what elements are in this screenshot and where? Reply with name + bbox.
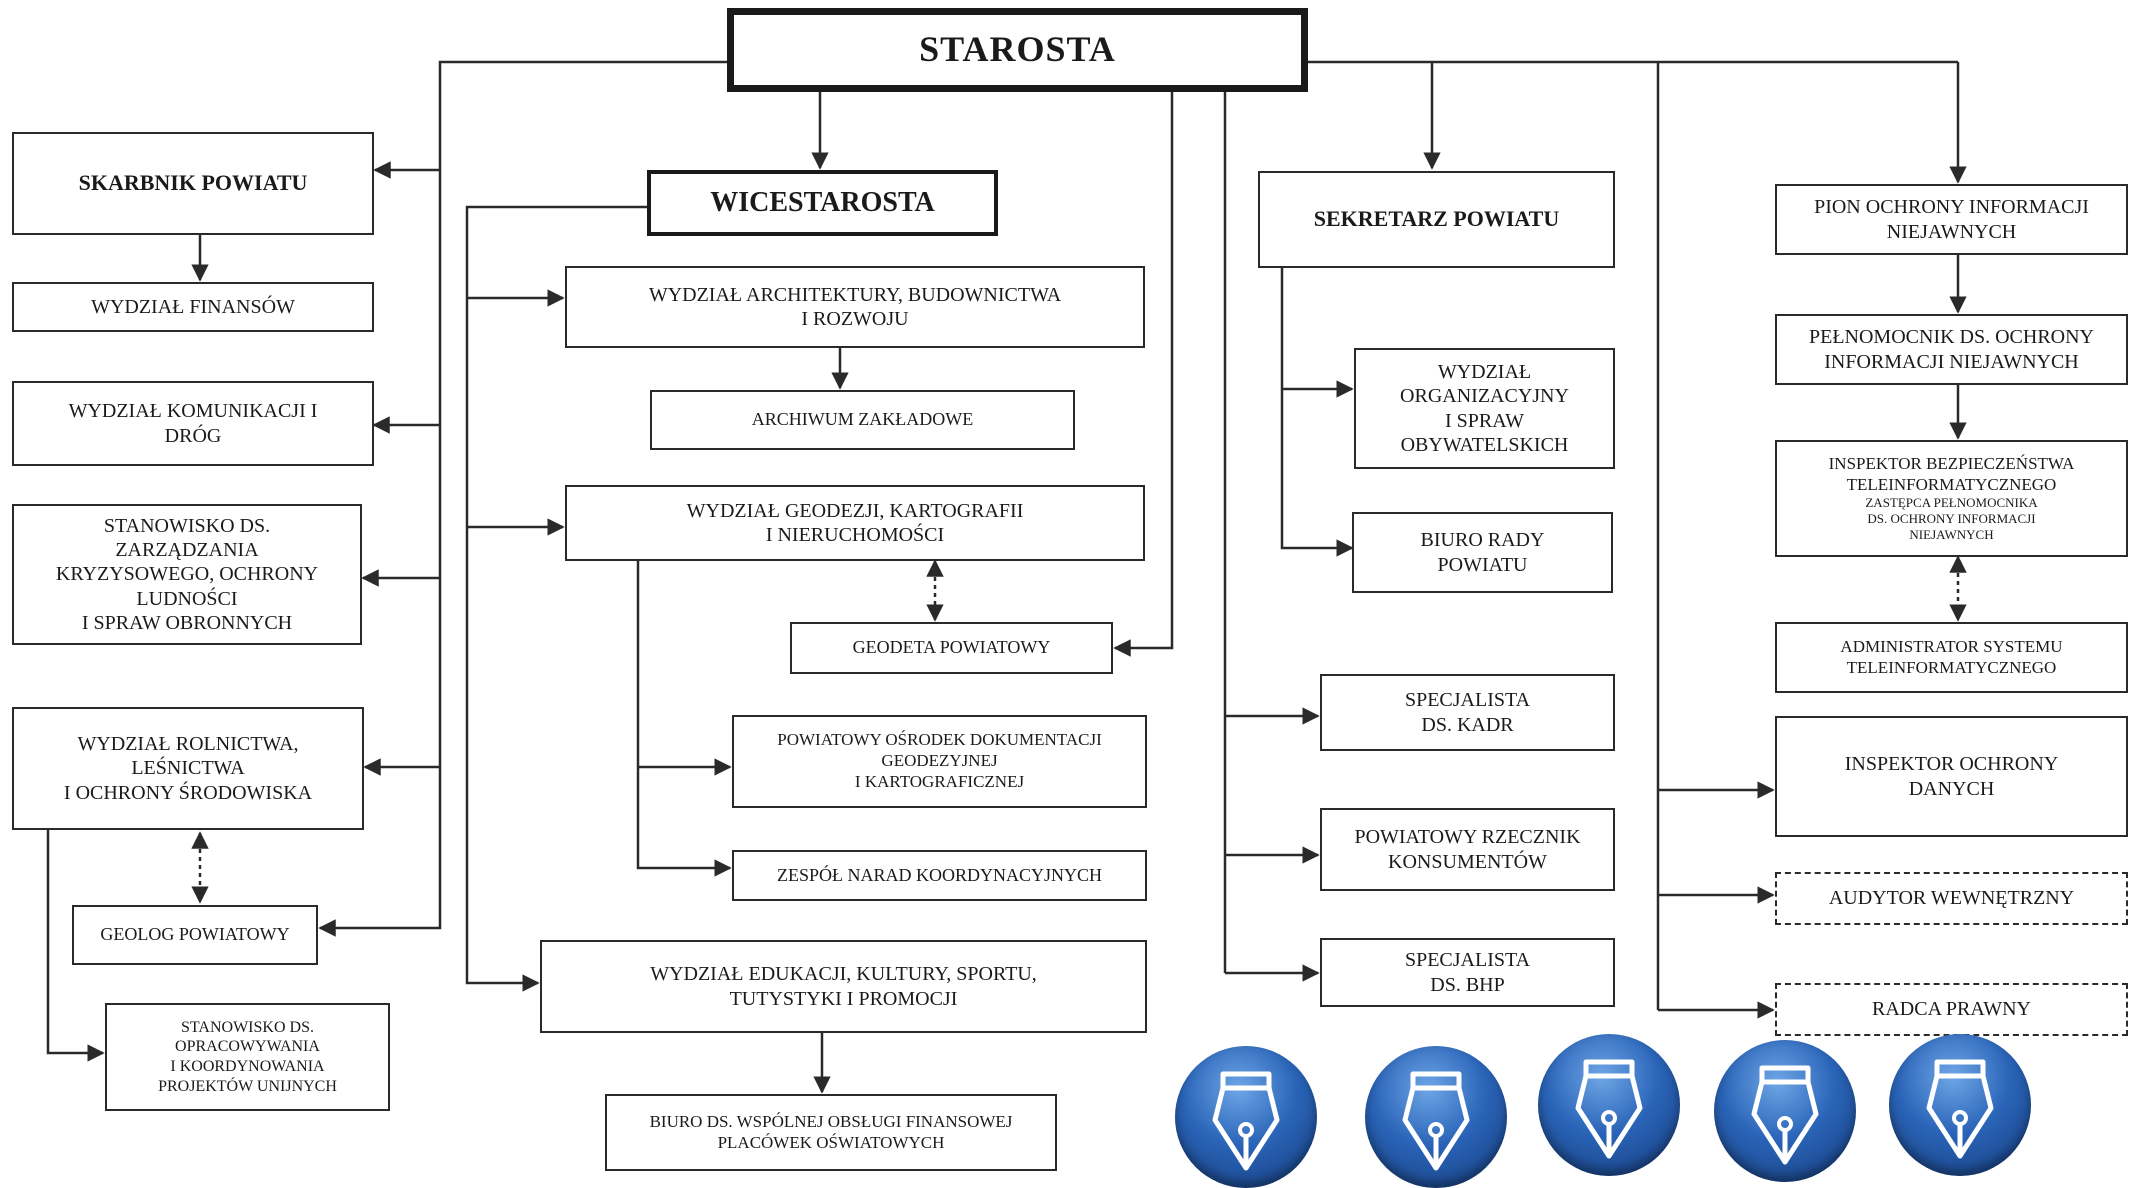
skarbnik-box: SKARBNIK POWIATU <box>12 132 374 235</box>
wydzial-geodezji-box: WYDZIAŁ GEODEZJI, KARTOGRAFII I NIERUCHO… <box>565 485 1145 561</box>
pen-nib-icon <box>1889 1034 2031 1176</box>
podgik-box: POWIATOWY OŚRODEK DOKUMENTACJI GEODEZYJN… <box>732 715 1147 808</box>
biuro-rady-label: BIURO RADY POWIATU <box>1420 529 1545 576</box>
wydzial-architektury-label: WYDZIAŁ ARCHITEKTURY, BUDOWNICTWA I ROZW… <box>648 283 1062 330</box>
rzecznik-konsumentow-label: POWIATOWY RZECZNIK KONSUMENTÓW <box>1354 826 1581 873</box>
podgik-label: POWIATOWY OŚRODEK DOKUMENTACJI GEODEZYJN… <box>777 730 1102 791</box>
pen-nib-icon <box>1365 1046 1507 1188</box>
wicestarosta-box: WICESTAROSTA <box>647 170 998 236</box>
skarbnik-label: SKARBNIK POWIATU <box>78 170 308 196</box>
wydzial-komunikacji-label: WYDZIAŁ KOMUNIKACJI I DRÓG <box>68 400 318 447</box>
specjalista-bhp-box: SPECJALISTA DS. BHP <box>1320 938 1615 1007</box>
geodeta-label: GEODETA POWIATOWY <box>852 637 1051 658</box>
zespol-narad-label: ZESPÓŁ NARAD KOORDYNACYJNYCH <box>776 864 1103 885</box>
audytor-box: AUDYTOR WEWNĘTRZNY <box>1775 872 2128 925</box>
sekretarz-label: SEKRETARZ POWIATU <box>1313 206 1560 232</box>
inspektor-bezpieczenstwa-box: INSPEKTOR BEZPIECZEŃSTWA TELEINFORMATYCZ… <box>1775 440 2128 557</box>
specjalista-bhp-label: SPECJALISTA DS. BHP <box>1404 949 1531 996</box>
sekretarz-box: SEKRETARZ POWIATU <box>1258 171 1615 268</box>
starosta-box: STAROSTA <box>727 8 1308 92</box>
stanowisko-unijne-label: STANOWISKO DS. OPRACOWYWANIA I KOORDYNOW… <box>158 1018 337 1095</box>
wydzial-edukacji-label: WYDZIAŁ EDUKACJI, KULTURY, SPORTU, TUTYS… <box>650 963 1037 1010</box>
radca-prawny-box: RADCA PRAWNY <box>1775 983 2128 1036</box>
wydzial-finansow-box: WYDZIAŁ FINANSÓW <box>12 282 374 332</box>
stanowisko-kryzysowe-label: STANOWISKO DS. ZARZĄDZANIA KRYZYSOWEGO, … <box>55 514 319 635</box>
geolog-label: GEOLOG POWIATOWY <box>100 924 290 945</box>
pen-nib-icon <box>1538 1034 1680 1176</box>
stanowisko-kryzysowe-box: STANOWISKO DS. ZARZĄDZANIA KRYZYSOWEGO, … <box>12 504 362 645</box>
pen-nib-icon <box>1175 1046 1317 1188</box>
inspektor-ochrony-danych-box: INSPEKTOR OCHRONY DANYCH <box>1775 716 2128 837</box>
stanowisko-unijne-box: STANOWISKO DS. OPRACOWYWANIA I KOORDYNOW… <box>105 1003 390 1111</box>
specjalista-kadr-box: SPECJALISTA DS. KADR <box>1320 674 1615 751</box>
zastepca-pelnomocnika-label: ZASTĘPCA PEŁNOMOCNIKA DS. OCHRONY INFORM… <box>1865 495 2038 543</box>
geolog-box: GEOLOG POWIATOWY <box>72 905 318 965</box>
wydzial-edukacji-box: WYDZIAŁ EDUKACJI, KULTURY, SPORTU, TUTYS… <box>540 940 1147 1033</box>
wydzial-rolnictwa-label: WYDZIAŁ ROLNICTWA, LEŚNICTWA I OCHRONY Ś… <box>63 732 313 804</box>
pelnomocnik-label: PEŁNOMOCNIK DS. OCHRONY INFORMACJI NIEJA… <box>1808 326 2095 373</box>
audytor-label: AUDYTOR WEWNĘTRZNY <box>1828 887 2075 910</box>
wydzial-komunikacji-box: WYDZIAŁ KOMUNIKACJI I DRÓG <box>12 381 374 466</box>
wicestarosta-label: WICESTAROSTA <box>710 186 935 218</box>
geodeta-box: GEODETA POWIATOWY <box>790 622 1113 674</box>
archiwum-box: ARCHIWUM ZAKŁADOWE <box>650 390 1075 450</box>
rzecznik-konsumentow-box: POWIATOWY RZECZNIK KONSUMENTÓW <box>1320 808 1615 891</box>
inspektor-ochrony-danych-label: INSPEKTOR OCHRONY DANYCH <box>1844 753 2059 800</box>
radca-prawny-label: RADCA PRAWNY <box>1872 998 2031 1021</box>
administrator-systemu-box: ADMINISTRATOR SYSTEMU TELEINFORMATYCZNEG… <box>1775 622 2128 693</box>
biuro-oswiaty-box: BIURO DS. WSPÓLNEJ OBSŁUGI FINANSOWEJ PL… <box>605 1094 1057 1171</box>
starosta-label: STAROSTA <box>919 29 1116 70</box>
pelnomocnik-box: PEŁNOMOCNIK DS. OCHRONY INFORMACJI NIEJA… <box>1775 314 2128 385</box>
specjalista-kadr-label: SPECJALISTA DS. KADR <box>1404 689 1531 736</box>
wydzial-finansow-label: WYDZIAŁ FINANSÓW <box>91 295 295 318</box>
wydzial-architektury-box: WYDZIAŁ ARCHITEKTURY, BUDOWNICTWA I ROZW… <box>565 266 1145 348</box>
inspektor-bezpieczenstwa-label: INSPEKTOR BEZPIECZEŃSTWA TELEINFORMATYCZ… <box>1828 453 2075 494</box>
biuro-rady-box: BIURO RADY POWIATU <box>1352 512 1613 593</box>
administrator-systemu-label: ADMINISTRATOR SYSTEMU TELEINFORMATYCZNEG… <box>1840 636 2063 677</box>
pion-ochrony-label: PION OCHRONY INFORMACJI NIEJAWNYCH <box>1814 196 2089 243</box>
wydzial-organizacyjny-label: WYDZIAŁ ORGANIZACYJNY I SPRAW OBYWATELSK… <box>1400 360 1569 456</box>
wydzial-geodezji-label: WYDZIAŁ GEODEZJI, KARTOGRAFII I NIERUCHO… <box>686 499 1024 546</box>
wydzial-organizacyjny-box: WYDZIAŁ ORGANIZACYJNY I SPRAW OBYWATELSK… <box>1354 348 1615 469</box>
zespol-narad-box: ZESPÓŁ NARAD KOORDYNACYJNYCH <box>732 850 1147 901</box>
biuro-oswiaty-label: BIURO DS. WSPÓLNEJ OBSŁUGI FINANSOWEJ PL… <box>649 1111 1013 1152</box>
pion-ochrony-box: PION OCHRONY INFORMACJI NIEJAWNYCH <box>1775 184 2128 255</box>
archiwum-label: ARCHIWUM ZAKŁADOWE <box>751 409 974 430</box>
wydzial-rolnictwa-box: WYDZIAŁ ROLNICTWA, LEŚNICTWA I OCHRONY Ś… <box>12 707 364 830</box>
pen-nib-icon <box>1714 1040 1856 1182</box>
